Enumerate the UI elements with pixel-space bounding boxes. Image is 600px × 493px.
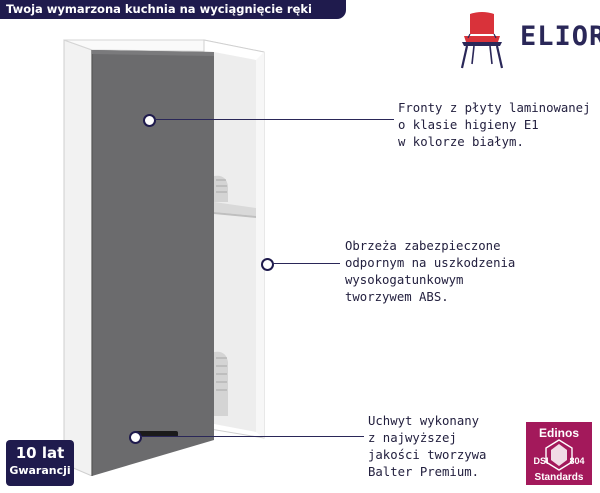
brand-logo [460, 12, 504, 69]
top-banner: Twoja wymarzona kuchnia na wyciągnięcie … [0, 0, 346, 19]
callout-edges-line-4: tworzywem ABS. [345, 290, 449, 304]
brand-name: ELIOR [520, 21, 600, 52]
callout-handle-line-1: Uchwyt wykonany [368, 414, 480, 428]
chair-icon [460, 12, 504, 69]
cert-standard-label: Standards [535, 472, 584, 483]
plates-top [214, 175, 228, 202]
cert-name: Edinos [539, 426, 579, 440]
callout-edges-line-1: Obrzeża zabezpieczone [345, 239, 501, 253]
callout-handle-leader [140, 436, 364, 438]
callout-edges: Obrzeża zabezpieczone odpornym na uszkod… [345, 238, 515, 306]
warranty-years: 10 lat [15, 444, 65, 462]
callout-handle-line-2: z najwyższej [368, 431, 457, 445]
callout-fronts-line-1: Fronty z płyty laminowanej [398, 101, 591, 115]
callout-fronts: Fronty z płyty laminowanej o klasie higi… [398, 100, 591, 151]
warranty-badge: 10 lat Gwarancji [6, 440, 74, 486]
handle [134, 431, 178, 437]
warranty-label: Gwarancji [9, 464, 71, 477]
callout-handle-line-4: Balter Premium. [368, 465, 480, 479]
callout-fronts-dot [143, 114, 156, 127]
callout-edges-line-2: odpornym na uszkodzenia [345, 256, 516, 270]
callout-handle-line-3: jakości tworzywa [368, 448, 487, 462]
banner-title: Twoja wymarzona kuchnia na wyciągnięcie … [6, 2, 312, 16]
callout-edges-leader [272, 263, 340, 265]
callout-fronts-leader [154, 119, 394, 121]
callout-fronts-line-3: w kolorze białym. [398, 135, 524, 149]
cert-standard-left: DSI [533, 456, 548, 466]
cabinet-front [92, 50, 214, 476]
plates-bottom [214, 351, 228, 416]
edinos-certificate: Edinos DSI 804 Standards [526, 422, 592, 485]
callout-edges-line-3: wysokogatunkowym [345, 273, 464, 287]
callout-handle: Uchwyt wykonany z najwyższej jakości two… [368, 413, 486, 481]
cert-emblem-icon [545, 439, 573, 471]
callout-handle-dot [129, 431, 142, 444]
cabinet-image [63, 39, 265, 476]
cert-standard-right: 804 [569, 456, 584, 466]
callout-fronts-line-2: o klasie higieny E1 [398, 118, 539, 132]
callout-edges-dot [261, 258, 274, 271]
